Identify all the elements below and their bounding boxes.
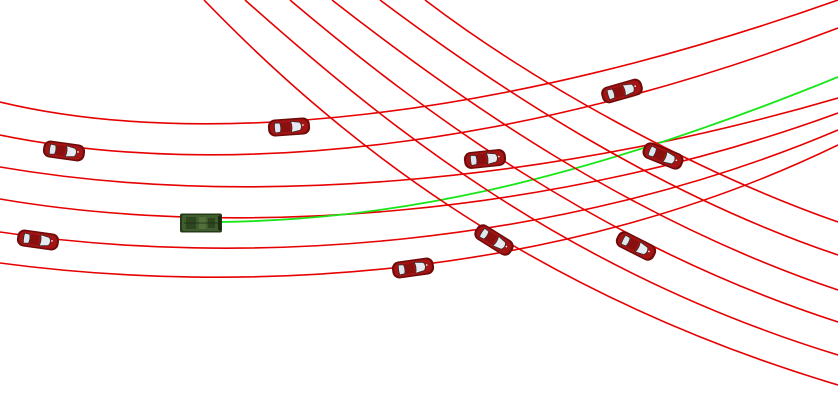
trajectory-lane-6 — [0, 144, 838, 278]
trajectory-lane-1 — [0, 0, 838, 125]
crossing-lane-2 — [244, 0, 838, 356]
crossing-lane-1 — [203, 0, 838, 386]
ego-trajectory — [217, 76, 838, 223]
crossing-lane-6 — [424, 0, 838, 223]
trajectory-lane-2 — [0, 27, 838, 156]
crossing-lane-5 — [379, 0, 838, 256]
car-icon — [41, 139, 87, 163]
crossing-lane-4 — [331, 0, 838, 291]
car-icon — [462, 147, 508, 171]
ego-vehicle-icon — [179, 213, 223, 233]
trajectory-lane-3 — [0, 97, 838, 188]
car-icon — [612, 228, 660, 264]
car-icon — [598, 76, 646, 106]
car-icon — [390, 256, 436, 280]
crossing-lane-3 — [289, 0, 838, 323]
trajectory-lane-5 — [0, 129, 838, 249]
car-icon — [15, 228, 61, 252]
trajectory-lane-4 — [0, 112, 838, 219]
car-icon — [266, 116, 312, 138]
